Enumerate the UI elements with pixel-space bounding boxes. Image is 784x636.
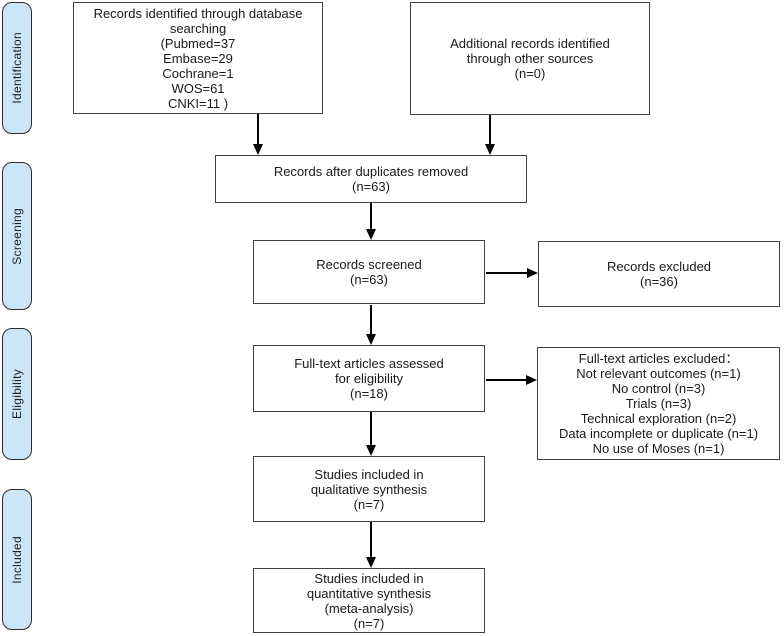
- box-duplicates-removed: Records after duplicates removed (n=63): [215, 155, 527, 203]
- arrow-qualitative-to-quantitative: [366, 522, 376, 568]
- stage-included: Included: [2, 489, 32, 630]
- arrow-fulltext-to-excluded: [486, 375, 537, 385]
- arrow-screened-to-excluded: [486, 268, 538, 278]
- arrow-additional-to-duplicates: [485, 115, 495, 155]
- stage-eligibility-label: Eligibility: [10, 369, 24, 419]
- stage-eligibility: Eligibility: [2, 328, 32, 460]
- box-records-identified: Records identified through database sear…: [73, 2, 323, 114]
- box-records-screened: Records screened (n=63): [253, 240, 485, 304]
- box-fulltext-excluded: Full-text articles excluded： Not relevan…: [537, 347, 780, 460]
- arrow-screened-to-fulltext: [366, 305, 376, 345]
- box-records-excluded: Records excluded (n=36): [538, 241, 780, 307]
- arrow-duplicates-to-screened: [366, 203, 376, 240]
- stage-screening-label: Screening: [10, 207, 24, 265]
- stage-identification-label: Identification: [10, 32, 24, 104]
- arrow-fulltext-to-qualitative: [366, 412, 376, 456]
- arrow-identified-to-duplicates: [253, 114, 263, 155]
- box-fulltext-assessed: Full-text articles assessed for eligibil…: [253, 345, 485, 412]
- stage-screening: Screening: [2, 162, 32, 310]
- stage-identification: Identification: [2, 2, 32, 134]
- box-additional-records: Additional records identified through ot…: [410, 2, 650, 115]
- box-qualitative-synthesis: Studies included in qualitative synthesi…: [253, 456, 485, 522]
- box-quantitative-synthesis: Studies included in quantitative synthes…: [253, 568, 485, 633]
- stage-included-label: Included: [10, 535, 24, 584]
